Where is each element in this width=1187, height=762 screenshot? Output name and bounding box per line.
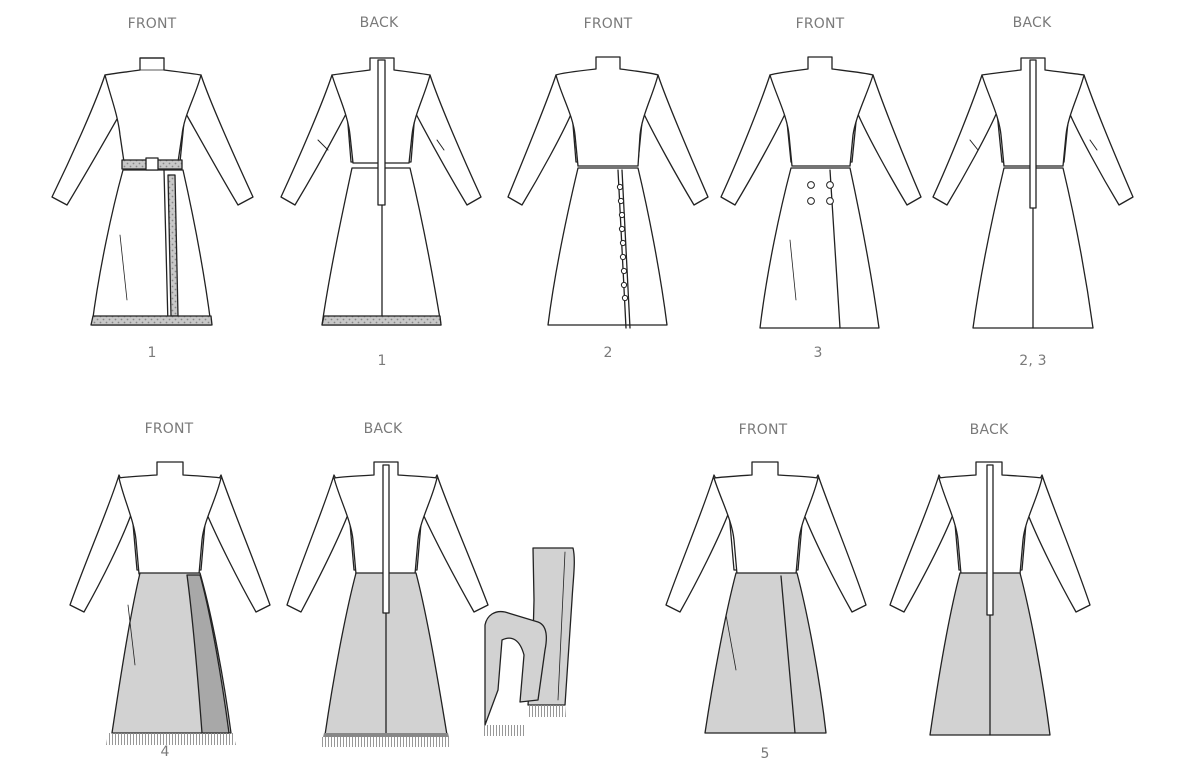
view-label-1-back: BACK <box>359 15 399 31</box>
view-label-5-back: BACK <box>969 422 1009 438</box>
view-label-4-back: BACK <box>363 421 403 437</box>
view-number-2: 2 <box>603 345 613 361</box>
dress-2-3-back <box>932 57 1134 329</box>
view-number-5: 5 <box>760 746 770 762</box>
dress-1-back <box>280 57 482 326</box>
dress-3-front <box>720 56 922 329</box>
view-number-2-3: 2, 3 <box>1019 353 1047 369</box>
dress-4-back <box>286 461 489 747</box>
dress-5-back <box>889 461 1091 736</box>
view-number-4: 4 <box>160 744 170 760</box>
dress-1-front <box>51 57 254 326</box>
view-label-5-front: FRONT <box>738 422 788 438</box>
dress-5-front <box>665 461 867 734</box>
view-label-2-front: FRONT <box>583 16 633 32</box>
view-number-1-front: 1 <box>147 345 157 361</box>
view-number-1-back: 1 <box>377 353 387 369</box>
view-label-1-front: FRONT <box>127 16 177 32</box>
scarf-accessory <box>482 547 575 736</box>
dress-4-front <box>69 461 271 745</box>
view-label-23-back: BACK <box>1012 15 1052 31</box>
view-number-3: 3 <box>813 345 823 361</box>
view-label-3-front: FRONT <box>795 16 845 32</box>
dress-2-front <box>507 56 709 329</box>
view-label-4-front: FRONT <box>144 421 194 437</box>
